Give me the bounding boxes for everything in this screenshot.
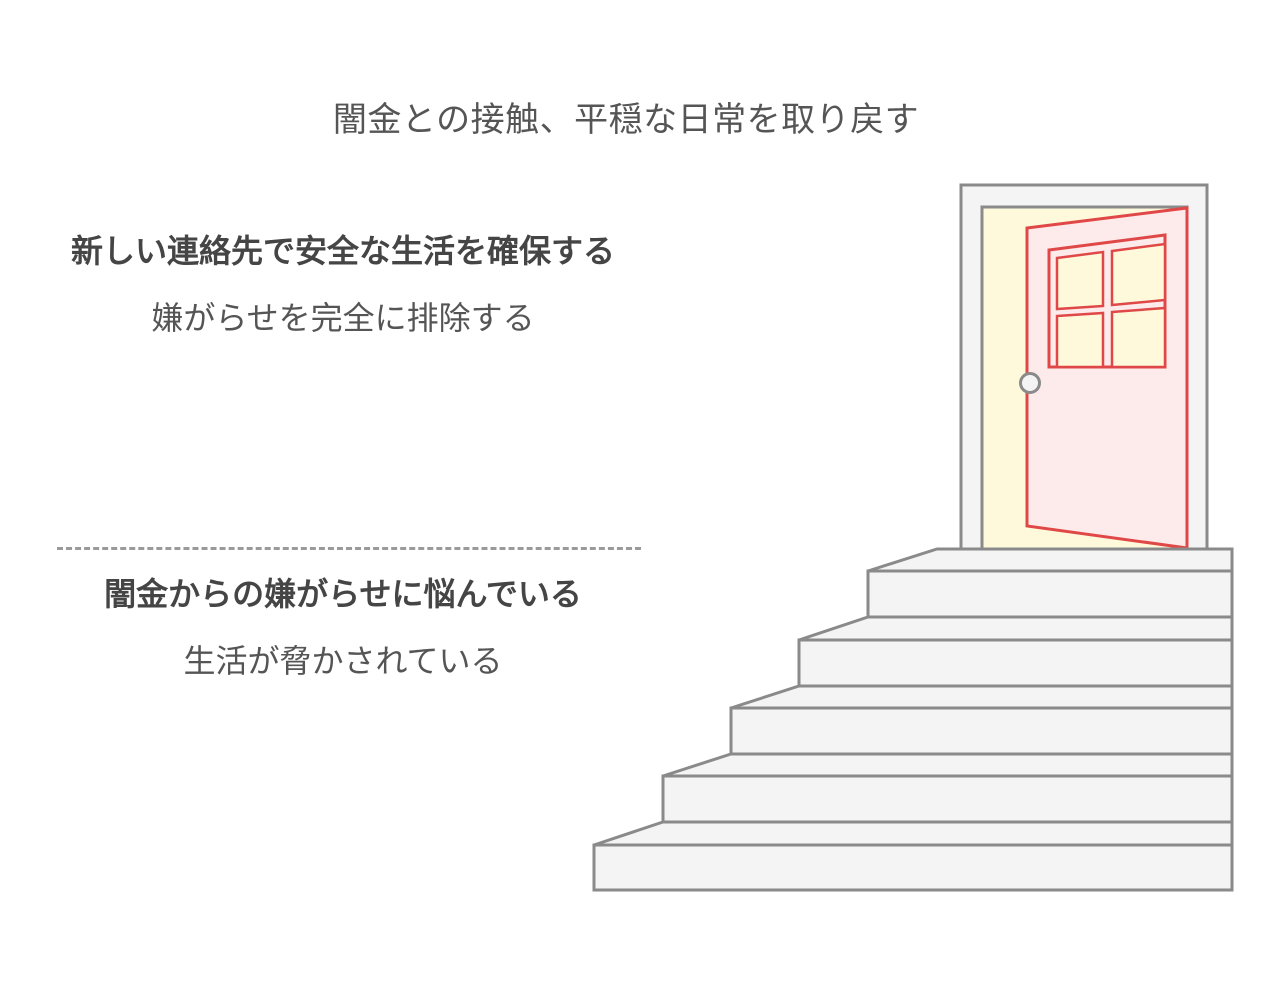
stage-bottom-description: 生活が脅かされている (183, 642, 503, 680)
stair-step-2 (661, 752, 1234, 824)
stair-step-3 (729, 684, 1234, 756)
door-knob-icon (1019, 372, 1041, 394)
door-window-icon (1047, 233, 1167, 369)
open-door-icon (959, 183, 1209, 551)
stage-bottom: 闇金からの嫌がらせに悩んでいる 生活が脅かされている (60, 572, 626, 684)
stage-bottom-heading: 闇金からの嫌がらせに悩んでいる (104, 575, 582, 613)
stage-top-description: 嫌がらせを完全に排除する (151, 299, 535, 337)
stage-top-heading: 新しい連絡先で安全な生活を確保する (70, 232, 615, 270)
stage-divider (57, 547, 641, 550)
stage-top: 新しい連絡先で安全な生活を確保する 嫌がらせを完全に排除する (60, 229, 626, 341)
stair-step-4 (797, 615, 1234, 688)
stair-step-1 (592, 820, 1234, 892)
staircase-icon (592, 547, 1234, 892)
stair-step-5 (866, 547, 1234, 619)
diagram-title: 闇金との接触、平穏な日常を取り戻す (332, 100, 920, 140)
